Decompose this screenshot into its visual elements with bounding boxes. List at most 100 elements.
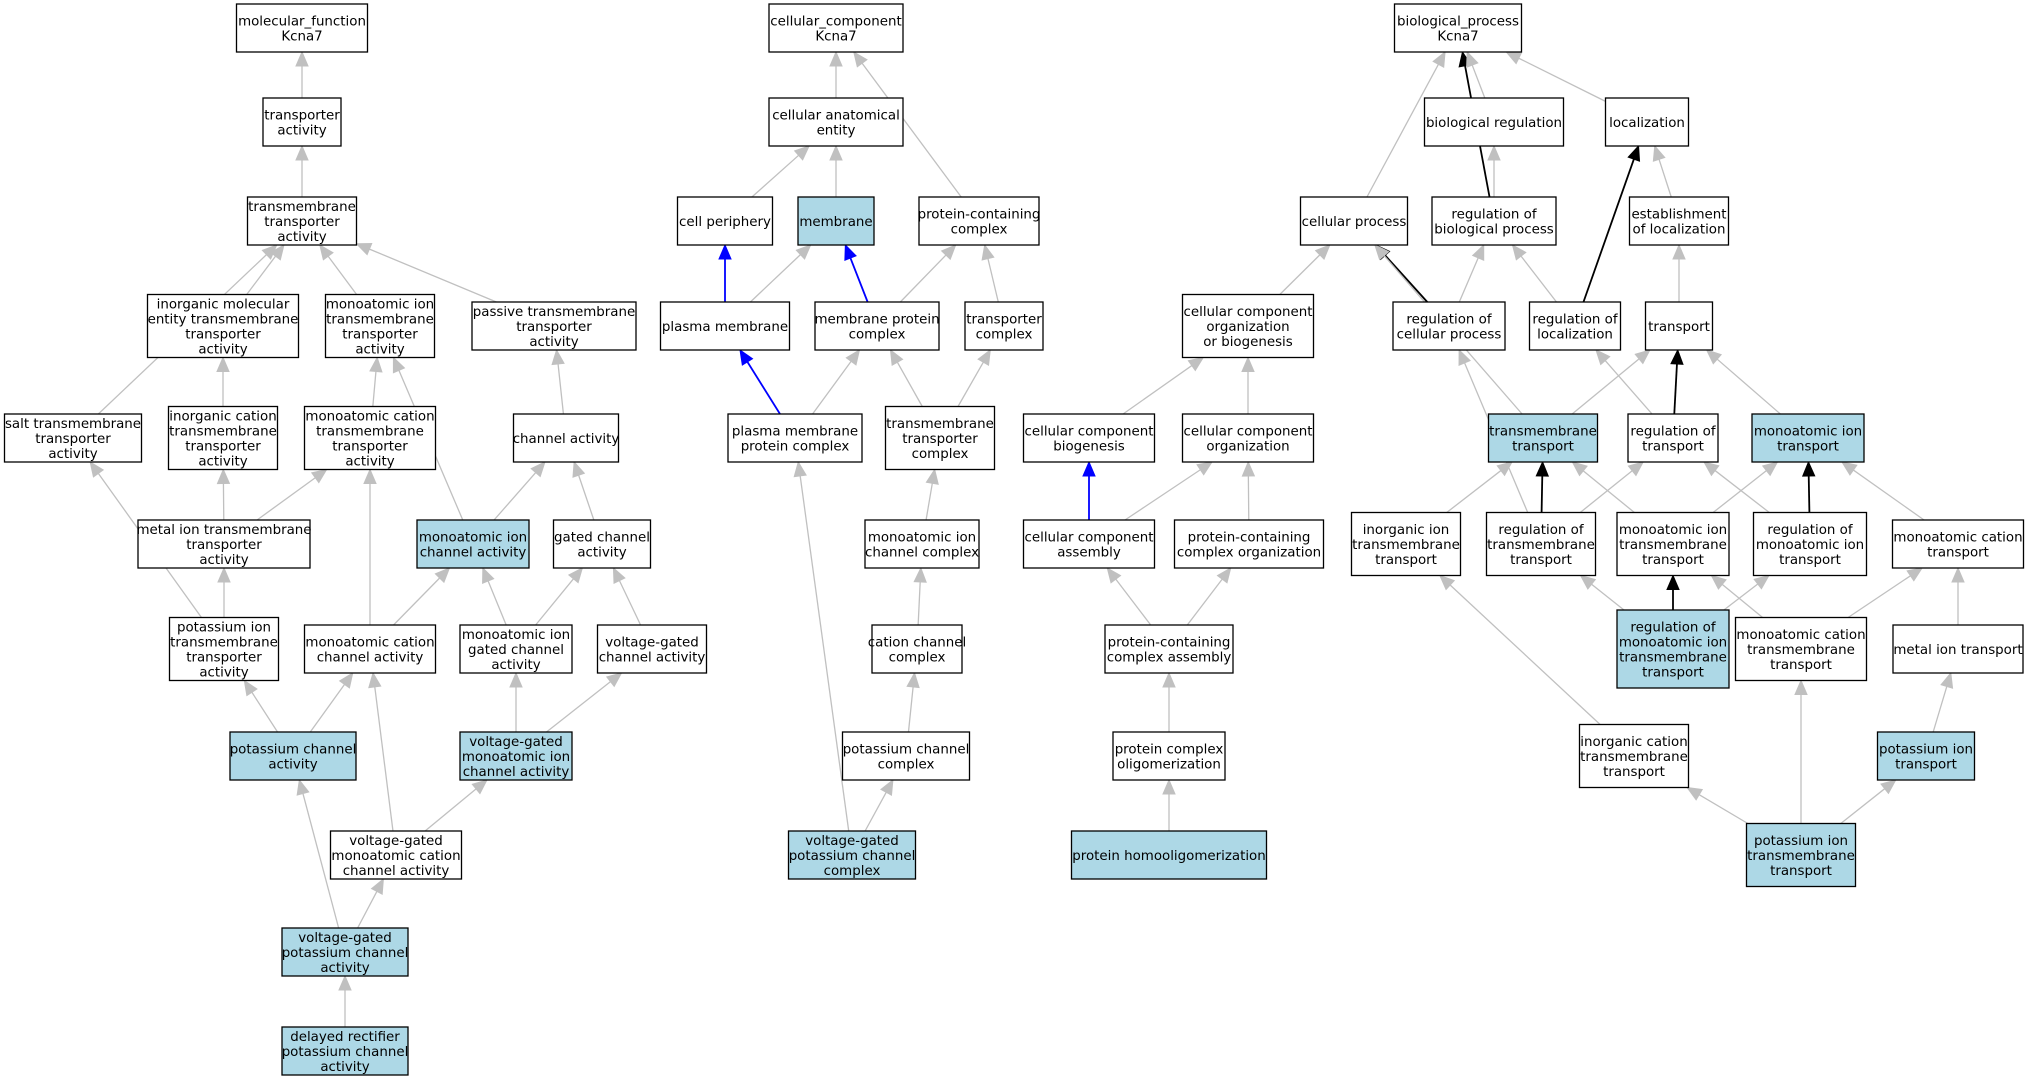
term-node-monoatomic-cation-tm[interactable]: monoatomic cationtransmembranetransporte…: [303, 405, 437, 471]
term-label-line: potassium channel: [789, 849, 916, 864]
edge-line: [357, 891, 378, 929]
term-node-inorg-cation-tm[interactable]: inorganic cationtransmembranetransporter…: [167, 405, 279, 471]
term-box: [676, 196, 774, 246]
edge-metal-ion-transport-to-monoatomic-cation-transport: [1951, 566, 1965, 625]
term-label-line: monoatomic cation: [331, 849, 460, 864]
edge-regulation-of-monoatomic-ion-transport-to-monoatomic-ion-transport: [1801, 460, 1816, 513]
term-box: [659, 301, 791, 351]
edge-potassium-ion-tm-transport-to-inorganic-cation-tm-transport: [1686, 786, 1749, 825]
edge-monoatomic-ion-gated-to-gated-channel: [535, 567, 584, 626]
edge-line: [957, 361, 984, 407]
edge-line: [1540, 475, 1544, 513]
term-label-line: activity: [48, 447, 97, 462]
edge-monoatomic-cation-tm-to-monoatomic-ion-tm: [369, 356, 383, 407]
term-node-channel-activity[interactable]: channel activity: [513, 413, 620, 463]
edge-passive-tm-to-tm-transporter-activity: [355, 243, 497, 303]
edge-line: [1698, 794, 1749, 825]
term-node-metal-ion-transport[interactable]: metal ion transport: [1892, 624, 2024, 674]
term-label-line: transmembrane: [1580, 750, 1688, 765]
term-node-biological-regulation[interactable]: biological regulation: [1423, 97, 1565, 147]
edge-arrowhead: [829, 144, 843, 161]
term-label-line: activity: [320, 961, 369, 976]
term-box: [1891, 519, 2025, 569]
edge-regulation-of-monoatomic-ion-tm-transport-to-regulation-of-tm-transport: [1579, 574, 1625, 611]
edge-line: [1579, 470, 1633, 514]
term-label-line: voltage-gated: [349, 834, 443, 849]
term-node-plasma-membrane[interactable]: plasma membrane: [659, 301, 791, 351]
term-label-line: transporter: [264, 215, 340, 230]
term-label-line: monoatomic ion: [1619, 523, 1727, 538]
term-node-potassium-ion-tm[interactable]: potassium iontransmembranetransporteract…: [168, 616, 280, 682]
term-node-localization[interactable]: localization: [1604, 97, 1690, 147]
term-label-line: transporter: [516, 320, 592, 335]
edge-regulation-of-monoatomic-ion-tm-transport-to-regulation-of-monoatomic-ion-transport: [1723, 574, 1770, 611]
term-node-cell-periphery[interactable]: cell periphery: [676, 196, 774, 246]
edge-arrowhead: [369, 356, 383, 373]
term-node-membrane[interactable]: membrane: [797, 196, 875, 246]
term-node-metal-ion-tm[interactable]: metal ion transmembranetransporteractivi…: [136, 519, 312, 569]
edge-arrowhead: [243, 679, 258, 697]
term-node-protein-homooligomerization[interactable]: protein homooligomerization: [1070, 830, 1268, 880]
term-label-line: monoatomic cation: [1736, 628, 1865, 643]
edge-arrowhead: [296, 778, 310, 796]
term-label-line: oligomerization: [1117, 758, 1221, 773]
term-node-transport[interactable]: transport: [1644, 301, 1714, 351]
term-label-line: inorganic molecular: [157, 298, 290, 313]
term-node-monoatomic-ion-tm[interactable]: monoatomic iontransmembranetransporterac…: [324, 293, 436, 359]
term-label-line: metal ion transmembrane: [136, 523, 311, 538]
term-node-cellular-process[interactable]: cellular process: [1299, 196, 1409, 246]
